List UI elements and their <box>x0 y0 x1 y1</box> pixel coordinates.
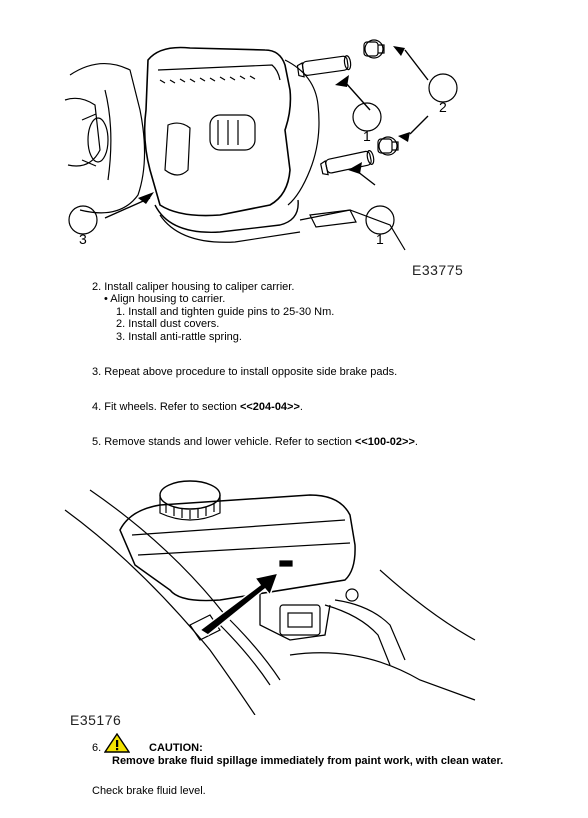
callout-1-upper: 1 <box>363 128 371 144</box>
caution-text: Remove brake fluid spillage immediately … <box>112 755 504 767</box>
final-instruction: Check brake fluid level. <box>92 785 206 797</box>
step5-prefix: 5. Remove stands and lower vehicle. Refe… <box>92 436 355 448</box>
step4-ref-link[interactable]: <<204-04>> <box>239 401 300 413</box>
step5-ref-link[interactable]: <<100-02>> <box>354 436 415 448</box>
reservoir-illustration <box>60 475 480 715</box>
step4-prefix: 4. Fit wheels. Refer to section <box>92 401 240 413</box>
step2-text: 2. Install caliper housing to caliper ca… <box>92 281 295 293</box>
callout-1-lower: 1 <box>376 231 384 247</box>
step2-substep-3: 3. Install anti-rattle spring. <box>116 331 242 343</box>
figure2-id: E35176 <box>70 712 122 728</box>
step4-suffix: . <box>299 401 303 413</box>
caliper-illustration: 1 2 1 3 <box>60 20 480 260</box>
step2-substep-2: 2. Install dust covers. <box>116 318 220 330</box>
figure1-id: E33775 <box>412 262 464 278</box>
step2-bullet: • Align housing to carrier. <box>104 293 226 305</box>
caution-number: 6. <box>92 742 102 754</box>
callout-3: 3 <box>79 231 87 247</box>
step2-substep-1: 1. Install and tighten guide pins to 25-… <box>116 306 335 318</box>
step4-text: 4. Fit wheels. Refer to section <<204-04… <box>92 401 303 414</box>
step3-text: 3. Repeat above procedure to install opp… <box>92 366 398 378</box>
step5-text: 5. Remove stands and lower vehicle. Refe… <box>92 436 418 449</box>
step5-suffix: . <box>414 436 418 448</box>
callout-2: 2 <box>439 99 447 115</box>
warning-triangle-icon <box>103 732 131 758</box>
caution-label: CAUTION: <box>149 742 203 754</box>
